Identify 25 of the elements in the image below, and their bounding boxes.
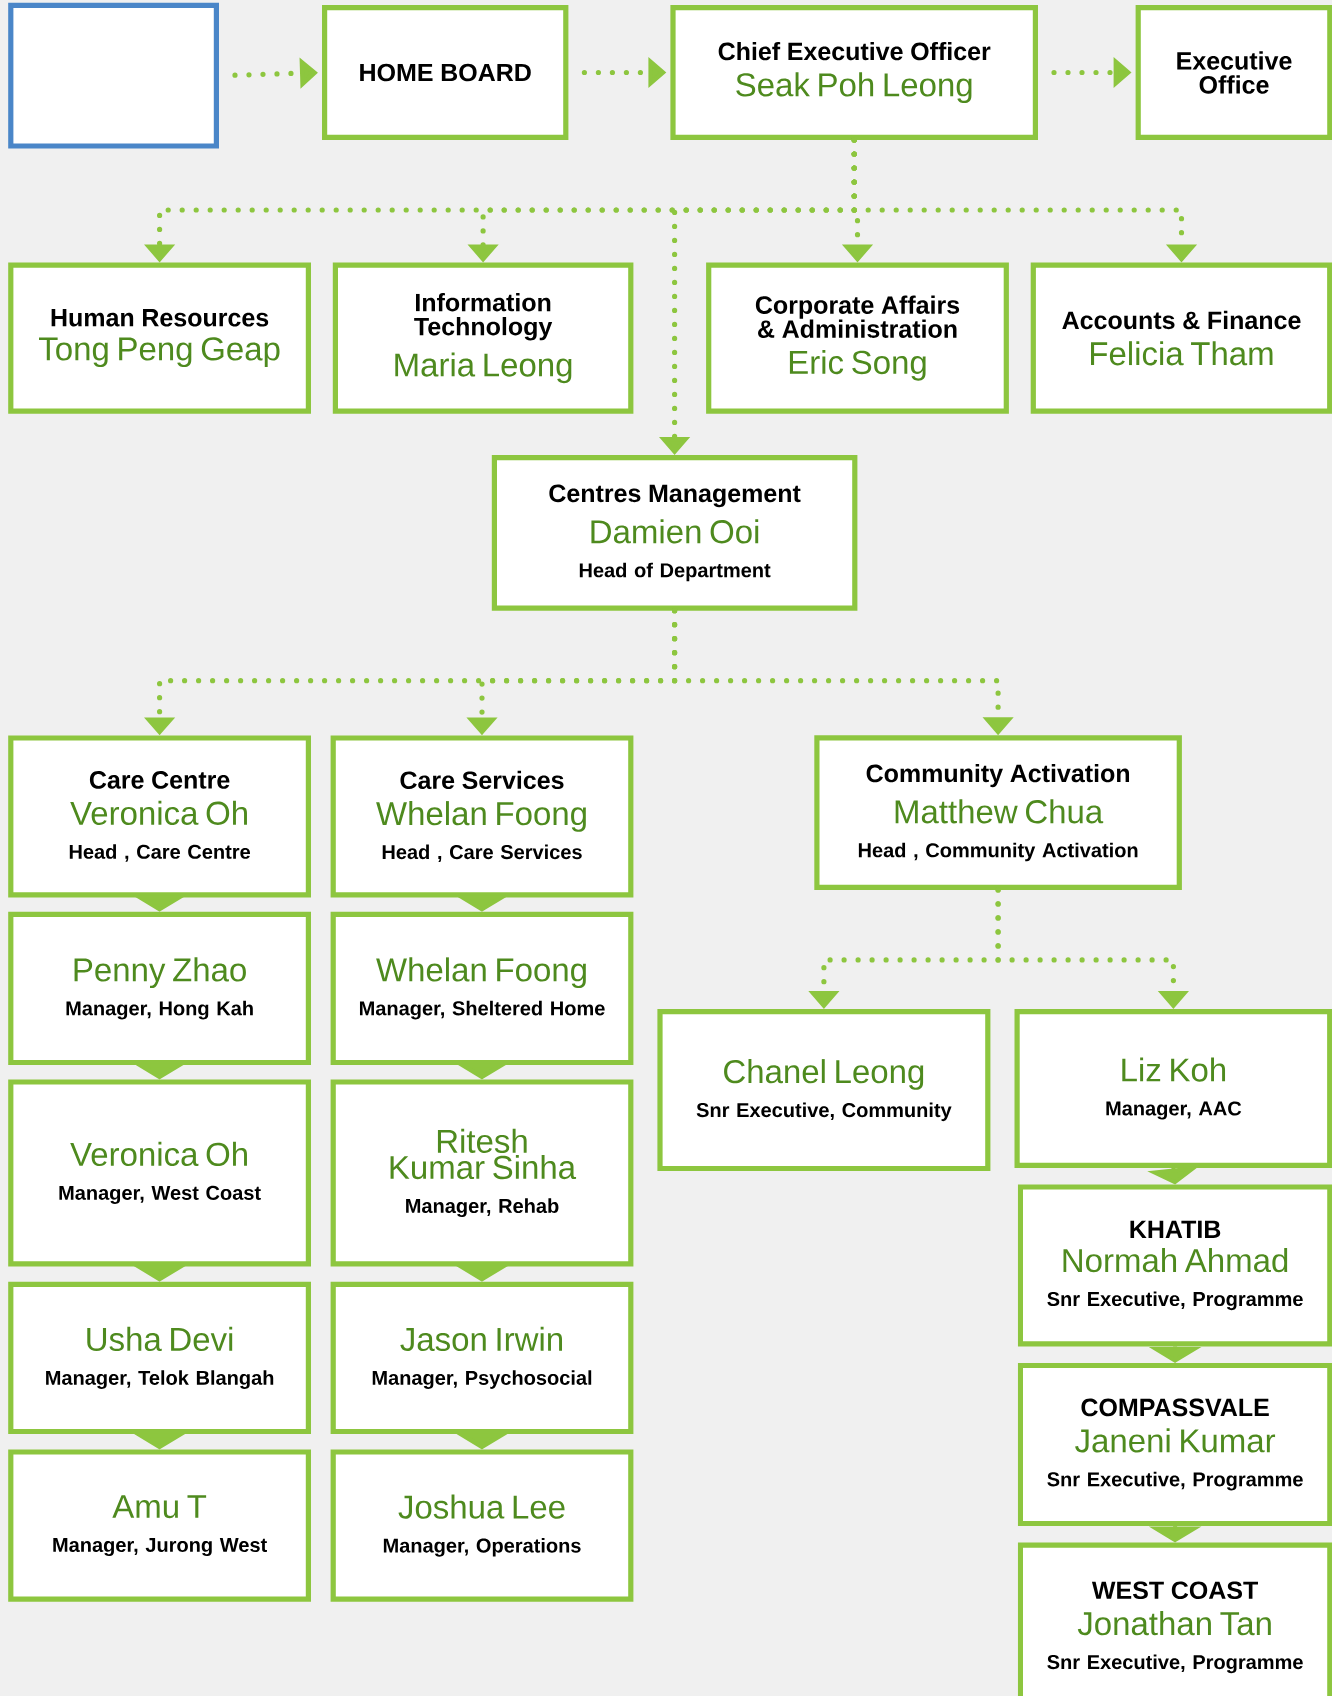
org-box: Whelan Foong Manager, Sheltered Home: [330, 911, 634, 1066]
org-box: Liz Koh Manager, AAC: [1014, 1009, 1332, 1168]
org-box: Jason Irwin Manager, Psychosocial: [330, 1281, 634, 1435]
org-box: Chanel Leong Snr Executive, Community: [657, 1009, 991, 1172]
org-box: Veronica Oh Manager, West Coast: [8, 1079, 311, 1267]
org-box: Joshua Lee Manager, Operations: [330, 1449, 634, 1602]
org-box: Human Resources Tong Peng Geap: [8, 262, 311, 414]
org-box: Ritesh Kumar Sinha Manager, Rehab: [330, 1079, 634, 1267]
org-box: Accounts & Finance Felicia Tham: [1030, 262, 1332, 414]
org-box: Penny Zhao Manager, Hong Kah: [8, 911, 311, 1066]
org-box: Chief Executive Officer Seak Poh Leong: [670, 5, 1038, 140]
org-box: Usha Devi Manager, Telok Blangah: [8, 1281, 311, 1435]
org-box: Amu T Manager, Jurong West: [8, 1449, 311, 1602]
org-box: Care Centre Veronica Oh Head , Care Centre: [8, 735, 311, 898]
org-box: Community Activation Matthew Chua Head , Community Activation: [814, 735, 1182, 890]
org-box: Information Technology Maria Leong: [332, 262, 634, 414]
org-box: Executive Office: [1135, 5, 1332, 140]
org-box: Corporate Affairs & Administration Eric Song: [706, 262, 1009, 414]
org-box: KHATIB Normah Ahmad Snr Executive, Programme: [1017, 1184, 1332, 1347]
org-box: WEST COAST Jonathan Tan Snr Executive, Programme: [1017, 1542, 1332, 1696]
org-box: COMPASSVALE Janeni Kumar Snr Executive, Programme: [1017, 1362, 1332, 1527]
org-box: HOME BOARD: [322, 5, 569, 140]
org-box: Centres Management Damien Ooi Head of Department: [491, 455, 858, 611]
org-box: Care Services Whelan Foong Head , Care Services: [330, 735, 634, 898]
org-box: [8, 2, 219, 149]
